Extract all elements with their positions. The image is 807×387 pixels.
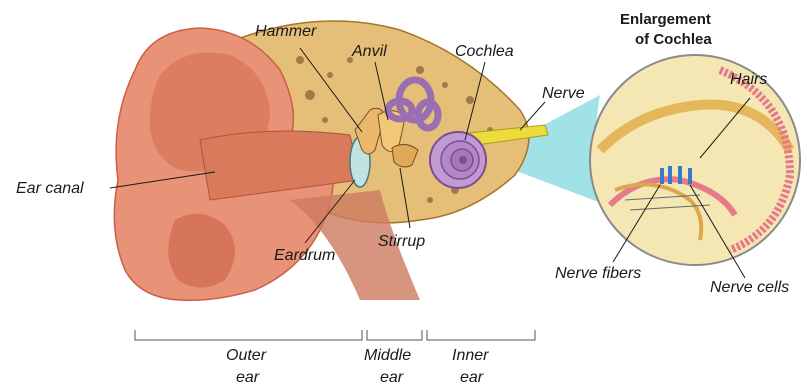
ear-canal-label: Ear canal (16, 180, 84, 197)
eardrum-label: Eardrum (274, 247, 335, 264)
outer-ear-label-line2: ear (236, 369, 260, 386)
nerve-label: Nerve (542, 85, 585, 102)
inner-ear-label-line1: Inner (452, 347, 489, 364)
inner-ear-label-line2: ear (460, 369, 484, 386)
enlargement-title-line2: of Cochlea (635, 31, 712, 48)
hairs-label: Hairs (730, 71, 767, 88)
cochlea-enlargement (590, 55, 800, 265)
stirrup-label: Stirrup (378, 233, 425, 250)
nerve-cells-label: Nerve cells (710, 279, 789, 296)
hammer-label: Hammer (255, 23, 317, 40)
middle-ear-label-line2: ear (380, 369, 404, 386)
cochlea-shape (430, 132, 486, 188)
nerve-fibers-label: Nerve fibers (555, 265, 641, 282)
outer-ear-label-line1: Outer (226, 347, 267, 364)
middle-ear-label-line1: Middle (364, 347, 411, 364)
region-brackets (135, 330, 535, 340)
anvil-label: Anvil (351, 43, 387, 60)
cochlea-label: Cochlea (455, 43, 514, 60)
enlargement-title-line1: Enlargement (620, 11, 711, 28)
